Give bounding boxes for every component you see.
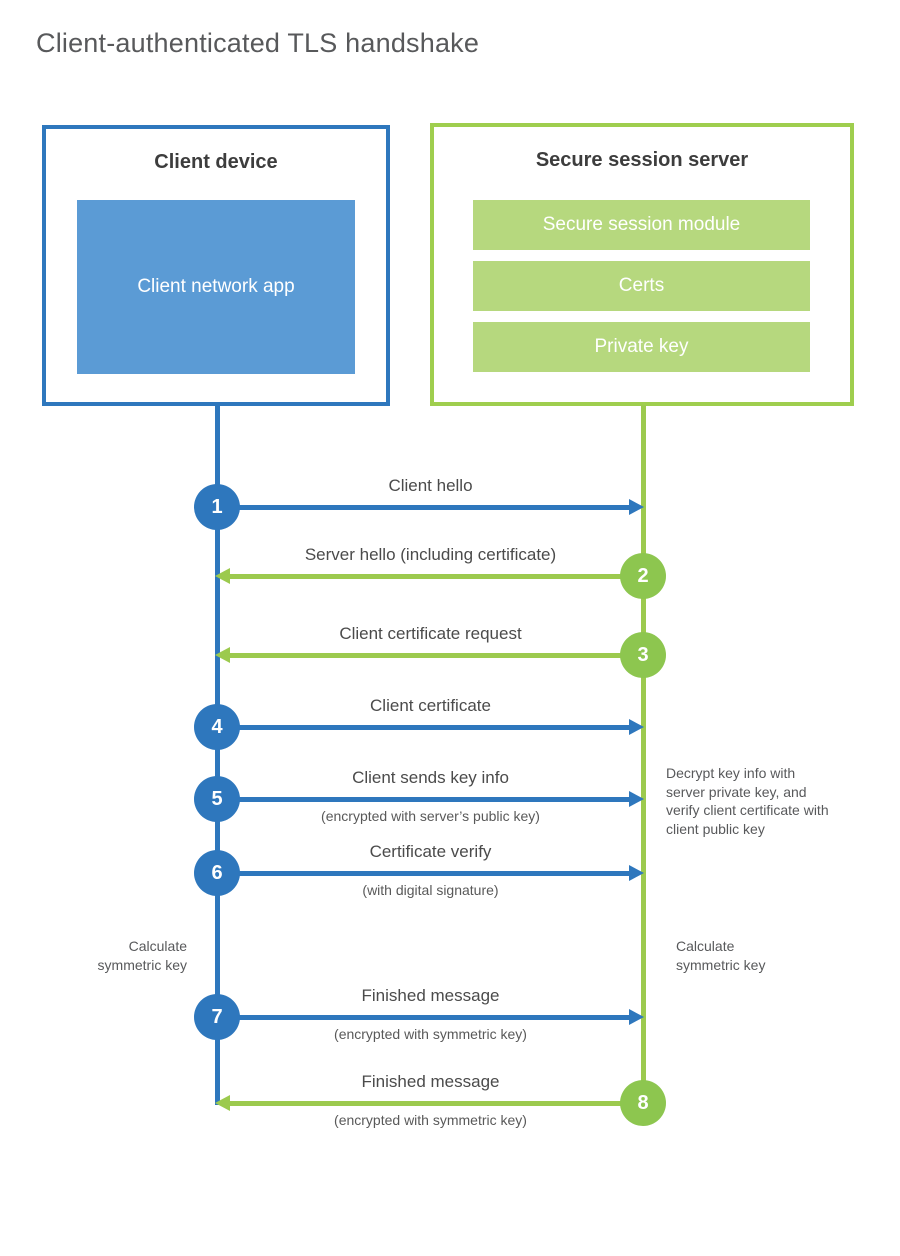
client-network-app-label: Client network app	[137, 276, 295, 297]
page-title: Client-authenticated TLS handshake	[36, 28, 480, 58]
message-sublabel: (encrypted with server’s public key)	[321, 808, 540, 824]
arrow-line	[230, 1101, 643, 1106]
server-module-label: Secure session module	[542, 214, 741, 235]
message-label: Server hello (including certificate)	[304, 545, 557, 564]
message-label: Client hello	[388, 476, 473, 495]
client-device-title: Client device	[154, 151, 278, 173]
message-label: Client certificate request	[339, 624, 522, 643]
message-sublabel: (encrypted with symmetric key)	[334, 1112, 527, 1128]
arrow-head-left-icon	[215, 647, 230, 663]
arrow-head-right-icon	[629, 719, 644, 735]
message-label: Client sends key info	[352, 768, 509, 787]
step-number-badge: 7	[194, 994, 240, 1040]
arrow-head-right-icon	[629, 1009, 644, 1025]
server-lifeline	[641, 405, 646, 1105]
calculate-symmetric-key-note-server: Calculate symmetric key	[676, 938, 766, 973]
arrow-line	[230, 574, 643, 579]
secure-session-server-title: Secure session server	[535, 149, 749, 171]
arrow-line	[230, 653, 643, 658]
message-label: Finished message	[361, 986, 500, 1005]
server-module-label: Certs	[618, 275, 665, 296]
step-number-badge: 4	[194, 704, 240, 750]
step-number-badge: 6	[194, 850, 240, 896]
arrow-line	[219, 797, 630, 802]
arrow-line	[219, 725, 630, 730]
arrow-line	[219, 505, 630, 510]
message-sublabel: (encrypted with symmetric key)	[334, 1026, 527, 1042]
arrow-head-right-icon	[629, 791, 644, 807]
step-number-badge: 5	[194, 776, 240, 822]
arrow-line	[219, 871, 630, 876]
step-number-badge: 2	[620, 553, 666, 599]
decrypt-note: Decrypt key info with server private key…	[666, 765, 829, 837]
step-number-badge: 3	[620, 632, 666, 678]
server-module-private-key: Private key	[473, 322, 810, 372]
step-number-badge: 1	[194, 484, 240, 530]
arrow-head-left-icon	[215, 1095, 230, 1111]
step-number-badge: 8	[620, 1080, 666, 1126]
server-module-secure-session: Secure session module	[473, 200, 810, 250]
message-label: Finished message	[361, 1072, 500, 1091]
arrow-head-right-icon	[629, 865, 644, 881]
message-sublabel: (with digital signature)	[362, 882, 499, 898]
client-network-app-box: Client network app	[77, 200, 355, 374]
message-label: Client certificate	[370, 696, 491, 715]
message-label: Certificate verify	[369, 842, 492, 861]
server-module-certs: Certs	[473, 261, 810, 311]
calculate-symmetric-key-note-client: Calculate symmetric key	[97, 938, 187, 973]
arrow-head-left-icon	[215, 568, 230, 584]
client-lifeline	[215, 405, 220, 1105]
arrow-line	[219, 1015, 630, 1020]
server-module-label: Private key	[594, 336, 689, 357]
arrow-head-right-icon	[629, 499, 644, 515]
